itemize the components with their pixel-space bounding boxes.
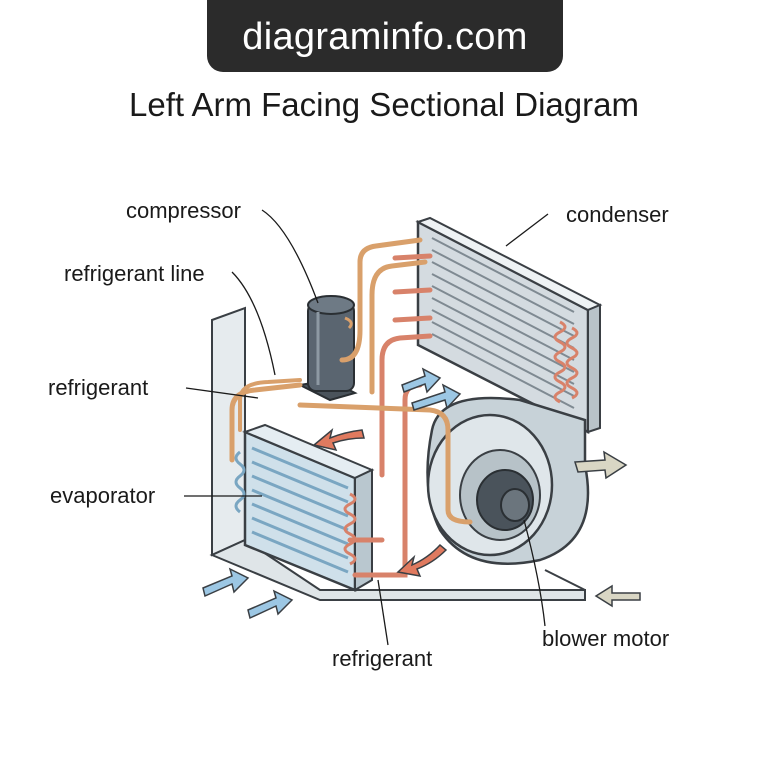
label-evaporator: evaporator	[50, 483, 155, 508]
label-blower-motor: blower motor	[542, 626, 669, 651]
label-refrigerant-line: refrigerant line	[64, 261, 205, 286]
site-banner: diagraminfo.com	[207, 0, 563, 72]
diagram-title: Left Arm Facing Sectional Diagram	[129, 86, 639, 123]
evaporator	[234, 423, 375, 592]
airflow-arrows	[202, 367, 641, 620]
leader-lines	[184, 209, 549, 646]
condenser	[415, 216, 603, 435]
label-refrigerant-top: refrigerant	[48, 375, 148, 400]
compressor	[296, 295, 358, 402]
blower-motor	[476, 469, 534, 531]
label-compressor: compressor	[126, 198, 241, 223]
label-refrigerant-bottom: refrigerant	[332, 646, 432, 671]
label-condenser: condenser	[566, 202, 669, 227]
